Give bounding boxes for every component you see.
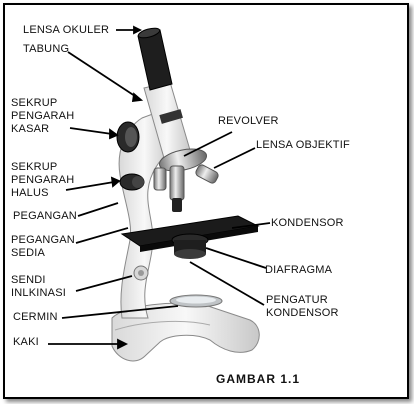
eyepiece xyxy=(137,27,173,91)
label-pengatur-kondensor: PENGATUR KONDENSOR xyxy=(266,294,339,319)
figure-caption: GAMBAR 1.1 xyxy=(216,372,301,386)
label-pegangan-sedia: PEGANGAN SEDIA xyxy=(11,234,75,259)
microscope-arm xyxy=(118,111,171,319)
label-sekrup-pengarah-kasar: SEKRUP PENGARAH KASAR xyxy=(11,97,75,135)
coarse-focus-knob xyxy=(116,121,140,153)
label-tabung: TABUNG xyxy=(23,43,70,55)
label-diafragma: DIAFRAGMA xyxy=(265,264,333,276)
label-sendi-inklinasi: SENDI INLKINASI xyxy=(11,274,66,299)
fine-focus-knob xyxy=(119,173,145,191)
label-kondensor: KONDENSOR xyxy=(271,217,344,229)
label-lensa-okuler: LENSA OKULER xyxy=(23,24,110,36)
leader-lines xyxy=(48,25,271,350)
label-sekrup-pengarah-halus: SEKRUP PENGARAH HALUS xyxy=(11,161,75,199)
revolving-nosepiece xyxy=(158,148,208,172)
condenser xyxy=(171,233,209,259)
label-kaki: KAKI xyxy=(13,336,39,348)
label-revolver: REVOLVER xyxy=(218,115,279,127)
label-cermin: CERMIN xyxy=(13,311,58,323)
label-pegangan: PEGANGAN xyxy=(13,210,77,222)
objective-lenses xyxy=(153,164,219,212)
mirror xyxy=(169,294,223,308)
label-lensa-objektif: LENSA OBJEKTIF xyxy=(256,139,350,151)
